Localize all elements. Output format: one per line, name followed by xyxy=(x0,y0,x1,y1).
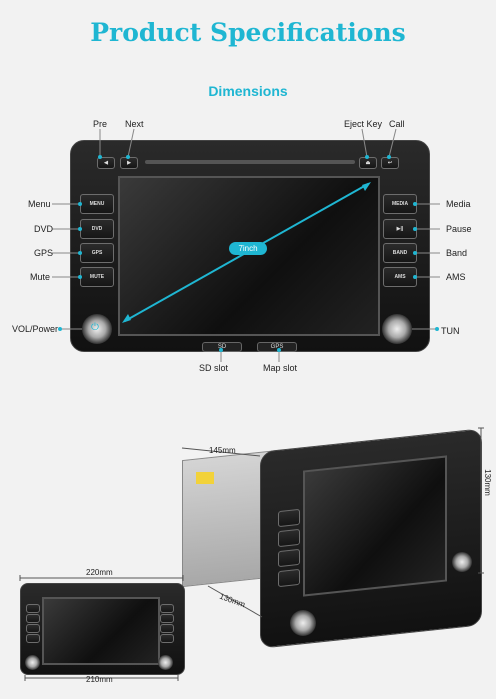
cage-label xyxy=(196,472,214,484)
small-tun-knob[interactable] xyxy=(158,655,173,670)
label-call: Call xyxy=(389,119,405,129)
label-menu: Menu xyxy=(28,199,51,209)
label-pre: Pre xyxy=(93,119,108,129)
small-left-btn-3[interactable] xyxy=(26,624,40,633)
label-tun: TUN xyxy=(441,326,460,336)
small-screen xyxy=(42,597,160,665)
side-tun-knob[interactable] xyxy=(452,552,472,572)
label-gps: GPS xyxy=(34,248,54,258)
label-map-slot: Map slot xyxy=(263,363,298,373)
small-right-btn-3[interactable] xyxy=(160,624,174,633)
small-left-btn-4[interactable] xyxy=(26,634,40,643)
label-next: Next xyxy=(125,119,144,129)
section-title-dimensions: Dimensions xyxy=(208,83,288,99)
small-vol-knob[interactable] xyxy=(25,655,40,670)
small-left-btn-2[interactable] xyxy=(26,614,40,623)
label-vol-power: VOL/Power xyxy=(12,324,59,334)
small-left-btn-1[interactable] xyxy=(26,604,40,613)
menu-button[interactable]: MENU xyxy=(80,194,114,214)
prev-button[interactable]: ◀ xyxy=(97,157,115,169)
small-right-btn-4[interactable] xyxy=(160,634,174,643)
small-right-btn-2[interactable] xyxy=(160,614,174,623)
label-pause: Pause xyxy=(446,224,472,234)
label-band: Band xyxy=(446,248,468,258)
label-mute: Mute xyxy=(30,272,51,282)
side-vol-knob[interactable] xyxy=(290,610,316,636)
mute-button[interactable]: MUTE xyxy=(80,267,114,287)
label-dvd: DVD xyxy=(34,224,54,234)
vol-power-knob[interactable] xyxy=(82,314,112,344)
label-eject: Eject Key xyxy=(344,119,383,129)
screen-size-badge: 7inch xyxy=(229,242,267,255)
disc-slot xyxy=(145,160,355,164)
media-button[interactable]: MEDIA xyxy=(383,194,417,214)
dvd-button[interactable]: DVD xyxy=(80,219,114,239)
page-title: Product Specifications xyxy=(90,18,406,47)
dim-depth-145: 145mm xyxy=(209,446,236,455)
dim-width-220: 220mm xyxy=(86,568,113,577)
map-slot[interactable]: GPS xyxy=(257,342,297,352)
dim-width-210: 210mm xyxy=(86,675,113,684)
label-ams: AMS xyxy=(446,272,466,282)
tun-knob[interactable] xyxy=(382,314,412,344)
label-media: Media xyxy=(446,199,471,209)
power-icon: ⏻ xyxy=(91,322,99,333)
small-right-btn-1[interactable] xyxy=(160,604,174,613)
label-sd-slot: SD slot xyxy=(199,363,229,373)
